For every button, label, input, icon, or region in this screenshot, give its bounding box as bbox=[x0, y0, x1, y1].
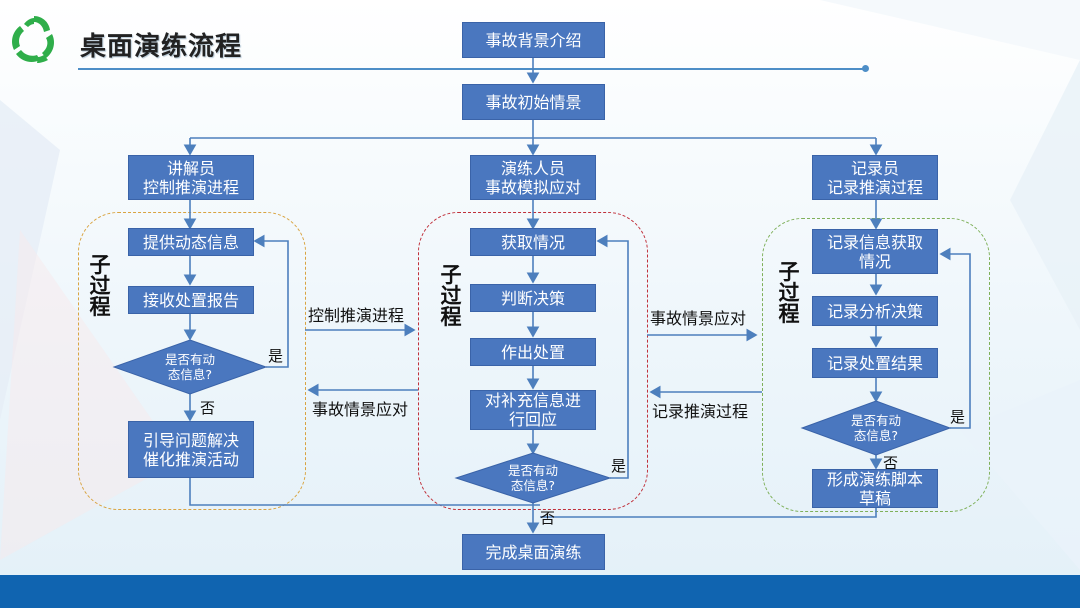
recycle-logo-icon bbox=[12, 16, 54, 63]
participants-title: 演练人员 bbox=[500, 158, 565, 178]
initial-scenario-box: 事故初始情景 bbox=[462, 84, 605, 120]
mid-yes-label: 是 bbox=[611, 457, 627, 475]
receive-report-box: 接收处置报告 bbox=[128, 286, 254, 314]
recorder-role: 记录推演过程 bbox=[826, 177, 923, 197]
mid-decision-diamond bbox=[454, 452, 612, 504]
form-script-box: 形成演练脚本 草稿 bbox=[812, 469, 938, 508]
right-decision-text: 是否有动 态信息? bbox=[850, 413, 901, 443]
mid-decision-text: 是否有动 态信息? bbox=[507, 463, 558, 493]
recorder-box: 记录员 记录推演过程 bbox=[812, 155, 938, 200]
record-result-box: 记录处置结果 bbox=[812, 348, 938, 378]
recorder-title: 记录员 bbox=[850, 158, 899, 178]
record-process-label: 记录推演过程 bbox=[652, 402, 749, 421]
left-subprocess-label: 子 过 程 bbox=[89, 253, 111, 319]
right-subprocess-label: 子 过 程 bbox=[778, 260, 800, 326]
accident-background-box: 事故背景介绍 bbox=[462, 22, 605, 58]
reply-info-box: 对补充信息进 行回应 bbox=[470, 390, 596, 430]
title-underline bbox=[78, 68, 868, 70]
page-title: 桌面演练流程 bbox=[80, 32, 243, 62]
right-decision-diamond bbox=[800, 400, 952, 456]
left-yes-label: 是 bbox=[268, 347, 284, 365]
judge-decision-box: 判断决策 bbox=[470, 284, 596, 312]
left-decision-diamond bbox=[112, 339, 268, 395]
bottom-bar bbox=[0, 575, 1080, 608]
right-no-label: 否 bbox=[883, 454, 899, 472]
control-progress-label: 控制推演进程 bbox=[308, 306, 405, 325]
take-action-box: 作出处置 bbox=[470, 338, 596, 366]
record-analysis-box: 记录分析决策 bbox=[812, 296, 938, 326]
lecturer-box: 讲解员 控制推演进程 bbox=[128, 155, 254, 200]
right-yes-label: 是 bbox=[950, 408, 966, 426]
complete-drill-box: 完成桌面演练 bbox=[462, 534, 605, 570]
participants-box: 演练人员 事故模拟应对 bbox=[470, 155, 596, 200]
left-no-label: 否 bbox=[200, 399, 216, 417]
scenario-response-right-label: 事故情景应对 bbox=[650, 309, 747, 328]
scenario-response-left-label: 事故情景应对 bbox=[312, 400, 409, 419]
title-underline-dot bbox=[862, 65, 869, 72]
participants-role: 事故模拟应对 bbox=[484, 177, 581, 197]
left-decision-text: 是否有动 态信息? bbox=[164, 352, 215, 382]
lecturer-role: 控制推演进程 bbox=[142, 177, 239, 197]
record-info-box: 记录信息获取 情况 bbox=[812, 229, 938, 274]
mid-no-label: 否 bbox=[540, 509, 556, 527]
lecturer-title: 讲解员 bbox=[166, 158, 215, 178]
mid-subprocess-label: 子 过 程 bbox=[440, 263, 462, 329]
guide-box: 引导问题解决 催化推演活动 bbox=[128, 421, 254, 478]
provide-dynamic-info-box: 提供动态信息 bbox=[128, 228, 254, 256]
get-situation-box: 获取情况 bbox=[470, 228, 596, 256]
flow-connectors bbox=[112, 58, 971, 534]
left-subprocess-frame bbox=[78, 212, 306, 510]
